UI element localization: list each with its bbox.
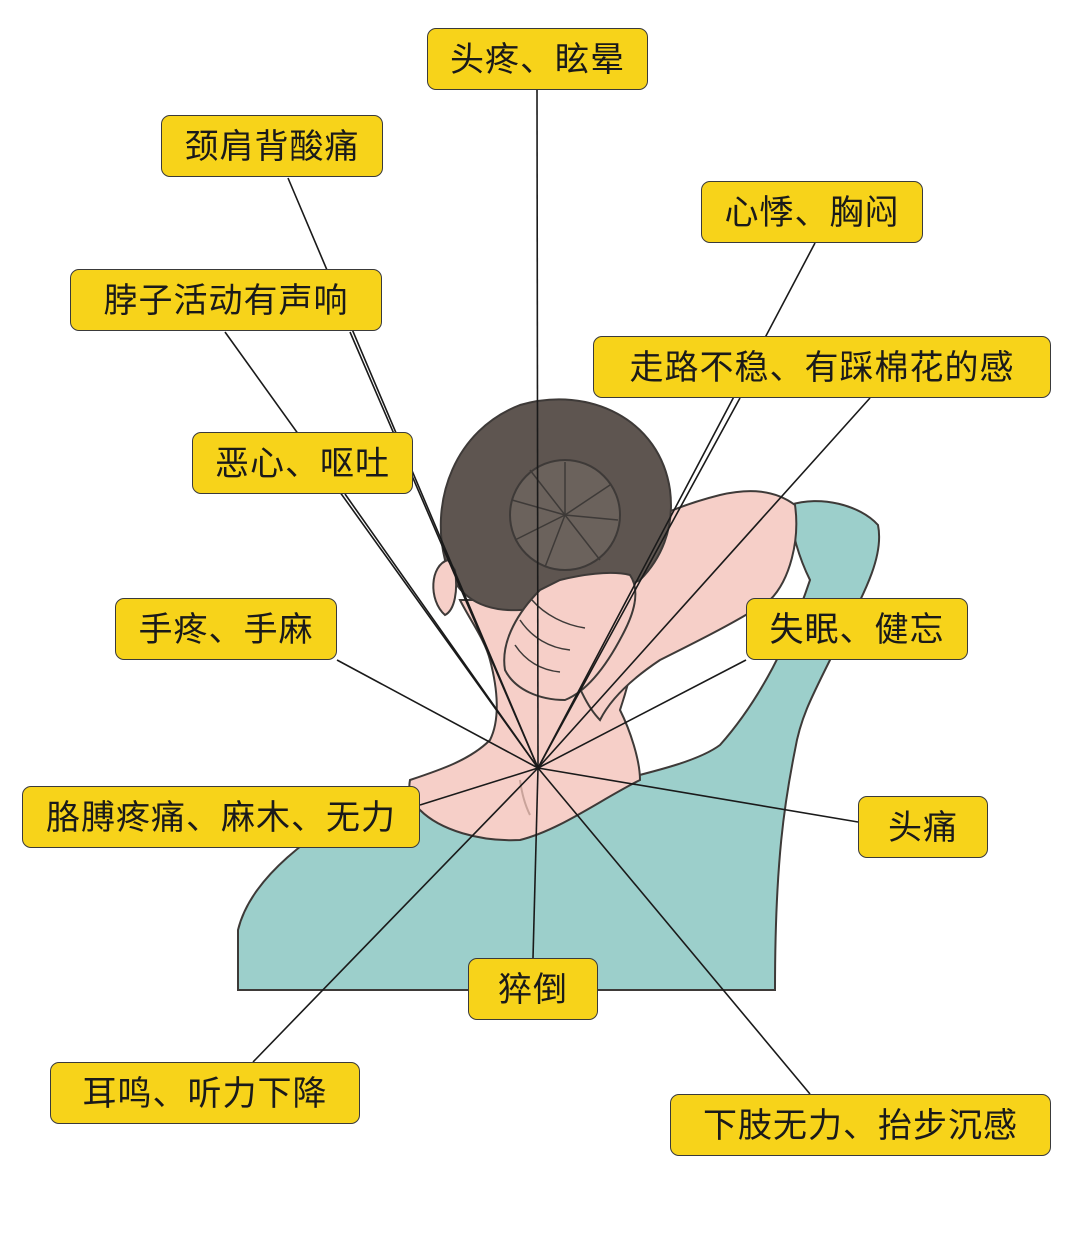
line-unsteady-walking (537, 397, 741, 769)
line-palpitation-chest-tightness (537, 242, 816, 769)
label-tinnitus-hearing-loss: 耳鸣、听力下降 (50, 1062, 360, 1124)
line-arm-pain-numbness-weakness (419, 767, 539, 806)
line-falling (532, 767, 539, 959)
line-neck-sound-2 (349, 331, 539, 769)
label-headache: 头痛 (858, 796, 988, 858)
label-insomnia-forgetfulness: 失眠、健忘 (746, 598, 968, 660)
ear (432, 558, 458, 617)
label-leg-weakness-heavy-steps: 下肢无力、抬步沉感 (670, 1094, 1051, 1156)
line-headache-dizziness (536, 89, 539, 769)
label-hand-pain-numbness: 手疼、手麻 (115, 598, 337, 660)
label-unsteady-walking: 走路不稳、有踩棉花的感 (593, 336, 1051, 398)
label-palpitation-chest-tightness: 心悸、胸闷 (701, 181, 923, 243)
line-nausea-vomiting (344, 493, 539, 769)
label-neck-shoulder-back-pain: 颈肩背酸痛 (161, 115, 383, 177)
spine-hint (519, 779, 531, 816)
label-neck-sound: 脖子活动有声响 (70, 269, 382, 331)
line-tinnitus-hearing-loss (252, 767, 539, 1063)
label-falling: 猝倒 (468, 958, 598, 1020)
line-hand-pain-numbness (336, 659, 539, 769)
pointer-lines (224, 89, 871, 1095)
label-nausea-vomiting: 恶心、呕吐 (192, 432, 413, 494)
bun-swirl (511, 462, 619, 568)
line-neck-sound (224, 331, 539, 769)
label-arm-pain-numbness-weakness: 胳膊疼痛、麻木、无力 (22, 786, 420, 848)
line-headache (537, 767, 859, 823)
line-unsteady-walking-2 (537, 397, 871, 769)
line-insomnia-forgetfulness (537, 659, 747, 769)
label-headache-dizziness: 头疼、眩晕 (427, 28, 648, 90)
line-leg-weakness-heavy-steps (537, 767, 811, 1095)
fingers (514, 599, 586, 673)
